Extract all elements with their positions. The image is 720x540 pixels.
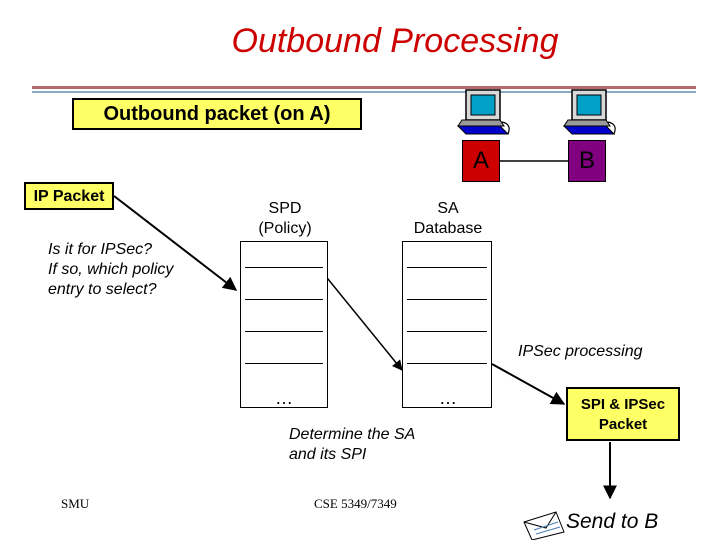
computer-b-icon bbox=[562, 89, 616, 135]
spd-heading-line2: (Policy) bbox=[258, 220, 312, 237]
sa-row-divider bbox=[407, 267, 487, 268]
spd-heading: SPD (Policy) bbox=[240, 199, 330, 239]
spi-box-line1: SPI & IPSec bbox=[580, 396, 666, 413]
arrow-sa-to-spi bbox=[491, 363, 566, 405]
spd-heading-line1: SPD bbox=[268, 200, 302, 217]
policy-question-line1: Is it for IPSec? bbox=[48, 241, 153, 258]
spi-box-line2: Packet bbox=[598, 416, 648, 433]
sa-heading-line1: SA bbox=[437, 200, 459, 217]
footer-center: CSE 5349/7349 bbox=[314, 496, 397, 511]
spd-table: … bbox=[240, 241, 328, 408]
spd-row-divider bbox=[245, 331, 323, 332]
policy-question-line3: entry to select? bbox=[48, 281, 157, 298]
sa-ellipsis: … bbox=[439, 388, 457, 408]
computer-a-icon bbox=[456, 89, 510, 135]
determine-sa-line1: Determine the SA bbox=[289, 426, 416, 443]
host-b-box: B bbox=[568, 140, 606, 182]
spd-row-divider bbox=[245, 363, 323, 364]
host-a-box: A bbox=[462, 140, 500, 182]
spi-ipsec-packet-box: SPI & IPSec Packet bbox=[566, 387, 680, 441]
spd-ellipsis: … bbox=[275, 388, 293, 408]
title-rule-bottom bbox=[32, 91, 696, 93]
arrow-ippacket-to-spd bbox=[113, 195, 238, 291]
spd-row-divider bbox=[245, 299, 323, 300]
sa-row-divider bbox=[407, 299, 487, 300]
send-mail-icon bbox=[523, 511, 565, 540]
ip-packet-label: IP Packet bbox=[24, 182, 114, 210]
ipsec-processing-label: IPSec processing bbox=[518, 343, 643, 360]
spd-row-divider bbox=[245, 267, 323, 268]
policy-question-line2: If so, which policy bbox=[48, 261, 174, 278]
sa-heading-line2: Database bbox=[413, 220, 483, 237]
sa-table: … bbox=[402, 241, 492, 408]
determine-sa-line2: and its SPI bbox=[289, 446, 367, 463]
determine-sa-note: Determine the SA and its SPI bbox=[289, 425, 469, 465]
slide-title: Outbound Processing bbox=[231, 22, 559, 60]
sa-heading: SA Database bbox=[400, 199, 496, 239]
footer-left: SMU bbox=[61, 496, 90, 511]
title-rule-top bbox=[32, 86, 696, 89]
policy-question: Is it for IPSec? If so, which policy ent… bbox=[48, 240, 228, 300]
sa-row-divider bbox=[407, 363, 487, 364]
send-to-b-label: Send to B bbox=[566, 510, 659, 533]
sa-row-divider bbox=[407, 331, 487, 332]
outbound-packet-label: Outbound packet (on A) bbox=[72, 98, 362, 130]
